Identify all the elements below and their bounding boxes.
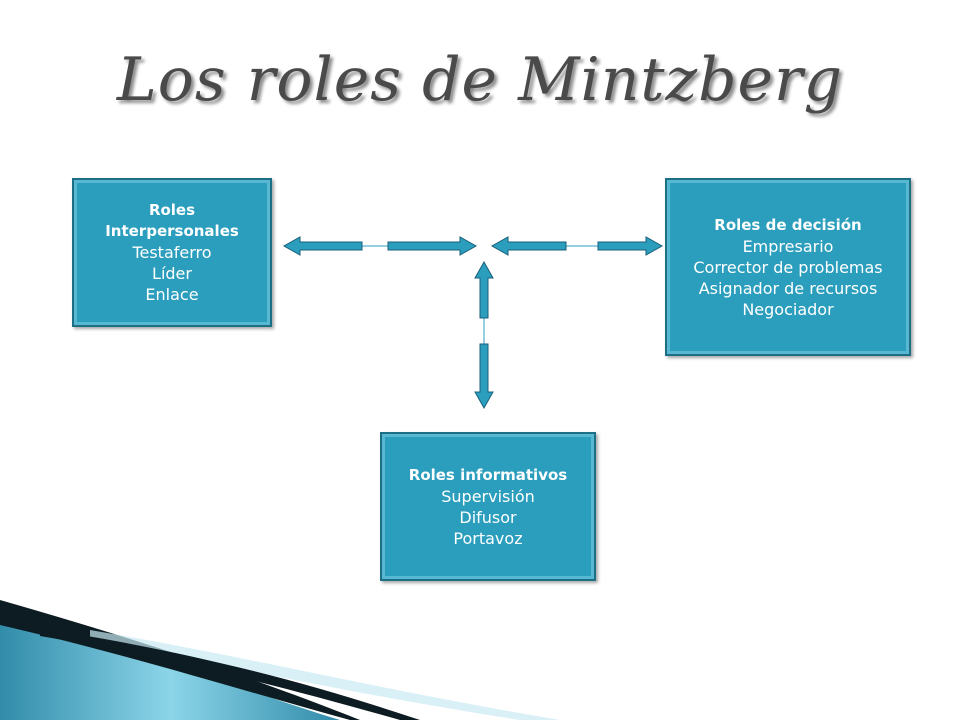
informative-heading: Roles informativos xyxy=(408,465,568,484)
page-title: Los roles de Mintzberg xyxy=(116,45,844,115)
informative-roles-box: Roles informativos Supervisión Difusor P… xyxy=(380,432,596,581)
interpersonal-heading-1: Roles xyxy=(148,201,196,219)
informative-item: Portavoz xyxy=(453,528,523,548)
interpersonal-item: Enlace xyxy=(145,285,199,304)
interpersonal-item: Testaferro xyxy=(132,243,212,262)
arrow-left-icon xyxy=(282,236,363,256)
decision-item: Empresario xyxy=(742,236,834,256)
arrow-left-center-icon xyxy=(490,236,567,256)
arrow-right-icon xyxy=(387,236,478,256)
arrow-right-decision-icon xyxy=(597,236,664,256)
decision-item: Corrector de problemas xyxy=(693,257,883,277)
arrow-down-icon xyxy=(474,343,494,410)
decision-roles-box: Roles de decisión Empresario Corrector d… xyxy=(665,178,911,356)
decision-heading: Roles de decisión xyxy=(714,215,862,234)
decision-item: Negociador xyxy=(742,299,834,319)
interpersonal-heading-2: Interpersonales xyxy=(105,222,239,240)
informative-item: Supervisión xyxy=(441,486,535,506)
decision-item: Asignador de recursos xyxy=(698,278,878,298)
interpersonal-item: Líder xyxy=(152,264,192,283)
informative-item: Difusor xyxy=(459,507,517,527)
arrow-up-icon xyxy=(474,260,494,319)
interpersonal-roles-box: Roles Interpersonales Testaferro Líder E… xyxy=(72,178,272,327)
